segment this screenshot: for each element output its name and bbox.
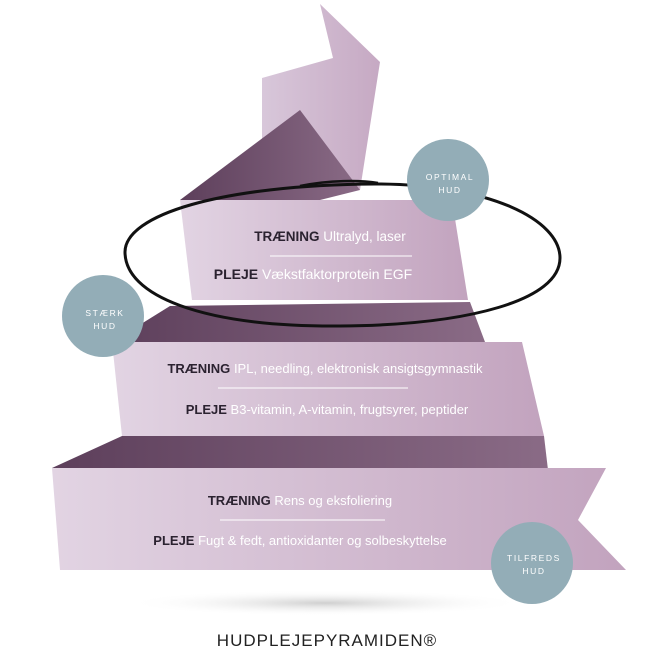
badge-optimal-line1: OPTIMAL (426, 172, 475, 182)
bottom-ribbon (52, 468, 626, 570)
bottom-training-line: TRÆNING Rens og eksfoliering (208, 493, 392, 508)
top-care-line: PLEJE Vækstfaktorprotein EGF (214, 266, 412, 282)
middle-care-line: PLEJE B3-vitamin, A-vitamin, frugtsyrer,… (186, 402, 469, 417)
badge-staerk-hud: STÆRK HUD (62, 275, 144, 357)
highlight-ellipse (123, 182, 562, 328)
top-ribbon (180, 200, 468, 300)
badge-staerk-line2: HUD (93, 321, 116, 331)
badge-tilfreds-line1: TILFREDS (507, 553, 561, 563)
ground-shadow (125, 590, 525, 616)
badge-tilfreds-line2: HUD (522, 566, 545, 576)
bottom-fold (52, 436, 548, 470)
pyramid-title: HUDPLEJEPYRAMIDEN® (217, 631, 437, 650)
bottom-care-line: PLEJE Fugt & fedt, antioxidanter og solb… (153, 533, 446, 548)
middle-training-line: TRÆNING IPL, needling, elektronisk ansig… (167, 361, 483, 376)
badge-optimal-hud: OPTIMAL HUD (407, 139, 489, 221)
badge-staerk-line1: STÆRK (85, 308, 124, 318)
top-training-line: TRÆNING Ultralyd, laser (254, 229, 406, 244)
badge-optimal-line2: HUD (438, 185, 461, 195)
top-fold (180, 110, 360, 205)
middle-ribbon (112, 342, 544, 436)
badge-tilfreds-hud: TILFREDS HUD (491, 522, 573, 604)
highlight-ellipse-tail (299, 179, 379, 188)
